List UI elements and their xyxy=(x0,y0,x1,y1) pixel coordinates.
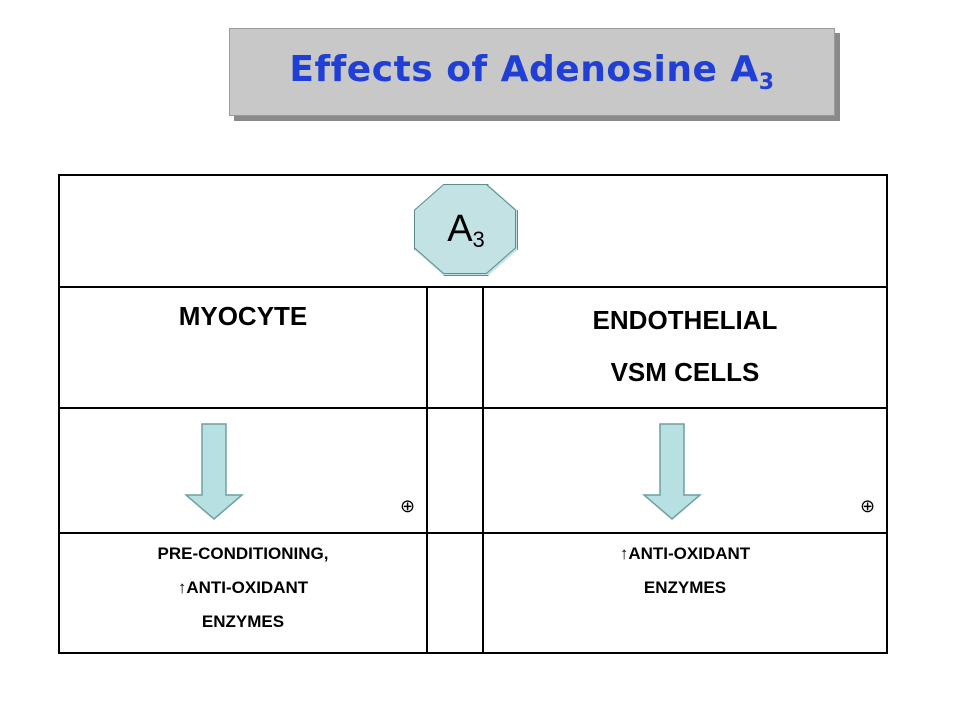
myocyte-down-arrow xyxy=(184,423,244,520)
title-main: Effects of Adenosine A xyxy=(289,49,759,90)
myocyte-oplus-symbol: ⊕ xyxy=(400,496,416,516)
slide-title: Effects of Adenosine A3 xyxy=(289,49,774,95)
column-divider-right xyxy=(482,286,484,654)
title-subscript: 3 xyxy=(758,70,775,95)
endothelial-effects: ↑ANTI-OXIDANT ENZYMES xyxy=(619,544,751,597)
column-divider-left xyxy=(426,286,428,654)
endothelial-header: ENDOTHELIAL VSM CELLS xyxy=(592,305,778,387)
endothelial-down-arrow xyxy=(642,423,702,520)
row-divider-3 xyxy=(58,532,888,534)
myocyte-header: MYOCYTE xyxy=(178,301,308,331)
effects-table xyxy=(58,174,888,654)
receptor-octagon-outline xyxy=(414,184,516,274)
endothelial-oplus-symbol: ⊕ xyxy=(860,496,876,516)
row-divider-2 xyxy=(58,407,888,409)
row-divider-1 xyxy=(58,286,888,288)
receptor-label: A3 xyxy=(447,207,485,252)
myocyte-effects: PRE-CONDITIONING, ↑ANTI-OXIDANT ENZYMES xyxy=(157,544,329,631)
title-box: Effects of Adenosine A3 xyxy=(229,28,835,116)
